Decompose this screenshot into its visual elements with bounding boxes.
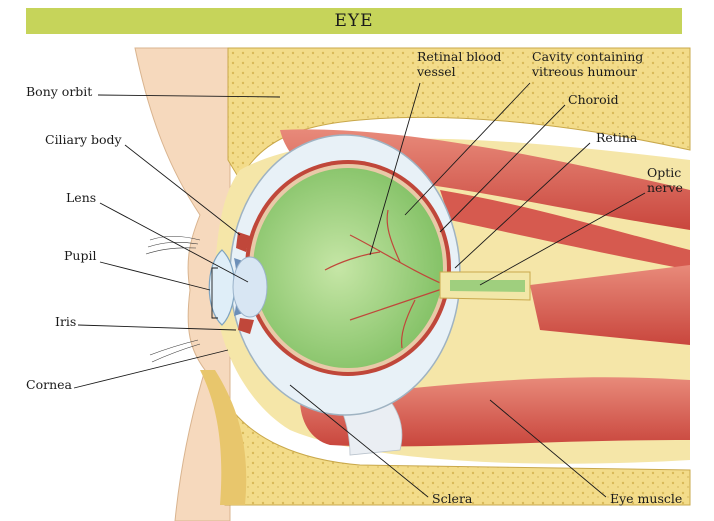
ciliary-body-lower xyxy=(238,318,254,334)
label-pupil: Pupil xyxy=(64,248,96,263)
leader-retina xyxy=(454,142,591,269)
eyelashes xyxy=(145,235,201,363)
label-ciliary-body: Ciliary body xyxy=(45,132,123,147)
label-optic-nerve-line2: nerve xyxy=(647,180,683,195)
leader-retinal-vessel xyxy=(369,82,421,256)
label-cavity-line2: vitreous humour xyxy=(531,64,637,79)
leader-bony-orbit xyxy=(97,94,281,98)
pupil-bracket xyxy=(211,267,218,319)
leader-eye-muscle xyxy=(489,399,607,498)
ciliary-body xyxy=(236,232,250,252)
face-profile xyxy=(134,47,231,521)
leader-lens xyxy=(99,202,249,283)
optic-muscle-right xyxy=(530,265,690,345)
leader-cavity xyxy=(404,82,531,216)
retinal-vessels xyxy=(324,209,446,349)
orbit-bone-lower-side xyxy=(200,370,247,505)
leader-choroid xyxy=(439,104,566,233)
bony-orbit-upper xyxy=(227,47,691,182)
label-sclera: Sclera xyxy=(432,491,473,506)
leader-pupil xyxy=(99,261,211,291)
leader-iris xyxy=(77,324,237,331)
diagram-title: EYE xyxy=(334,11,374,31)
label-retina: Retina xyxy=(596,130,638,145)
label-cavity-line1: Cavity containing xyxy=(532,49,643,64)
bony-orbit-lower xyxy=(224,398,691,506)
label-iris: Iris xyxy=(55,314,76,329)
leader-optic-nerve xyxy=(479,192,646,286)
label-optic-nerve-line1: Optic xyxy=(647,165,681,180)
label-eye-muscle: Eye muscle xyxy=(610,491,682,506)
label-bony-orbit: Bony orbit xyxy=(26,84,92,99)
vitreous-cavity xyxy=(253,168,443,368)
label-cornea: Cornea xyxy=(26,377,73,392)
label-retinal-vessel-line2: vessel xyxy=(416,64,456,79)
leader-ciliary-body xyxy=(124,144,241,236)
leader-cornea xyxy=(73,349,229,389)
optic-nerve-core xyxy=(450,280,525,292)
label-retinal-vessel-line1: Retinal blood xyxy=(417,49,501,64)
label-lens: Lens xyxy=(66,190,96,205)
lens xyxy=(232,256,268,318)
leader-sclera xyxy=(289,384,429,498)
muscle-band-upper xyxy=(440,190,690,270)
title-bar: EYE xyxy=(26,8,682,34)
cornea xyxy=(208,249,235,326)
label-choroid: Choroid xyxy=(568,92,619,107)
